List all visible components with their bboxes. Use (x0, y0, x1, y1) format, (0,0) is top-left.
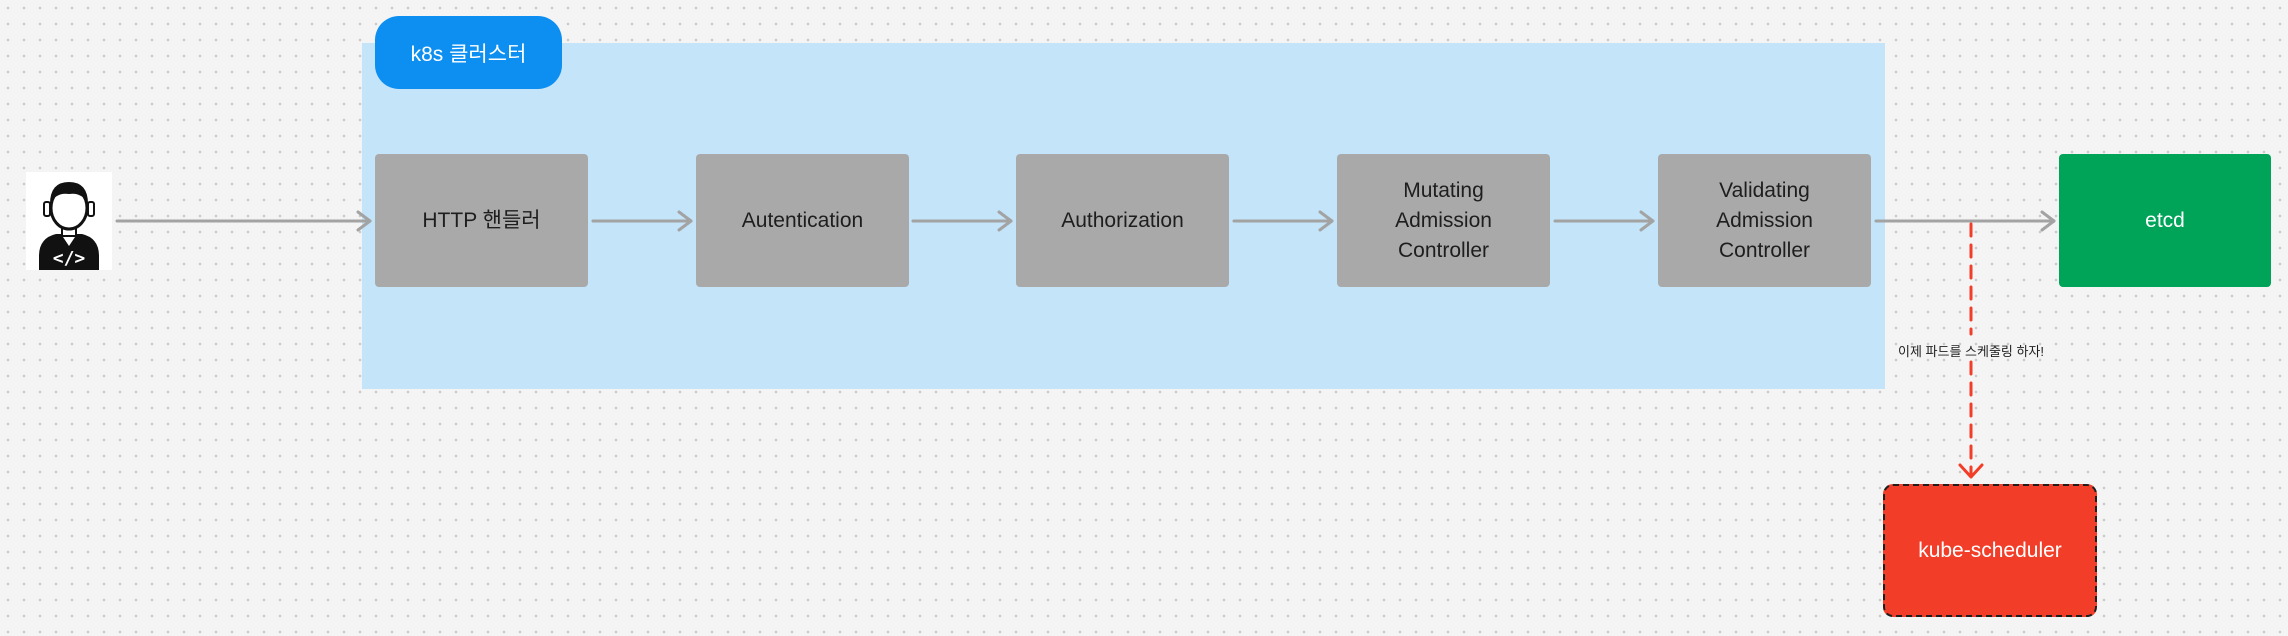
mutating-admission-controller-node: Mutating Admission Controller (1337, 154, 1550, 287)
arrow-authz-to-mutating (1232, 210, 1334, 232)
developer-icon: </> (26, 172, 112, 270)
schedule-note: 이제 파드를 스케줄링 하자! (1898, 344, 2045, 359)
svg-text:</>: </> (53, 248, 86, 269)
dashed-arrow-to-scheduler (1958, 222, 1984, 479)
arrow-validating-to-etcd (1874, 210, 2056, 232)
validating-admission-controller-node: Validating Admission Controller (1658, 154, 1871, 287)
arrow-user-to-http (115, 210, 372, 232)
etcd-node: etcd (2059, 154, 2271, 287)
authentication-node: Autentication (696, 154, 909, 287)
kube-scheduler-node: kube-scheduler (1883, 484, 2097, 617)
cluster-label: k8s 클러스터 (375, 16, 562, 89)
http-handler-node: HTTP 핸들러 (375, 154, 588, 287)
arrow-authn-to-authz (911, 210, 1013, 232)
arrow-http-to-authn (591, 210, 693, 232)
arrow-mutating-to-validating (1553, 210, 1655, 232)
authorization-node: Authorization (1016, 154, 1229, 287)
